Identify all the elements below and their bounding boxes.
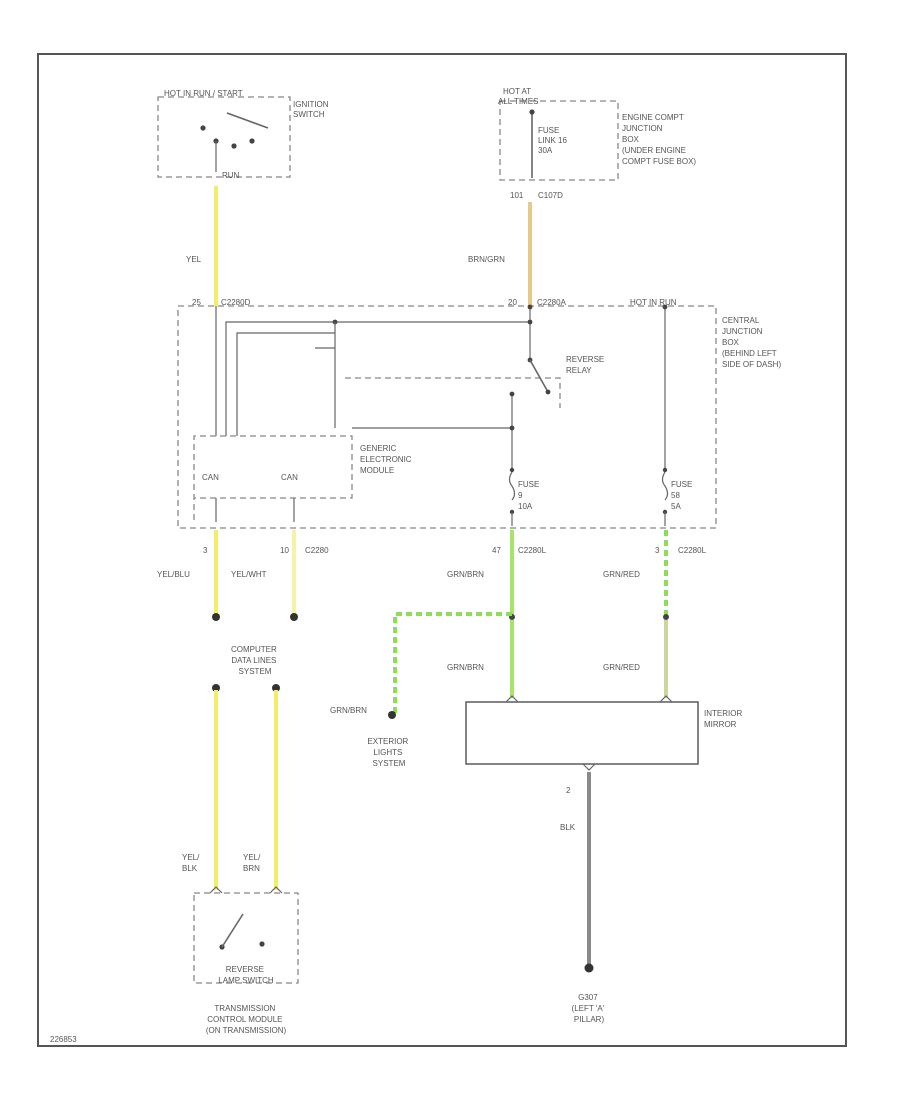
fuse-58-label: FUSE 58 5A	[671, 480, 695, 511]
wire-grn-brn-label-2: GRN/BRN	[447, 663, 484, 672]
wire-grn-red-label-2: GRN/RED	[603, 663, 640, 672]
ext-lights-label: EXTERIOR LIGHTS SYSTEM	[367, 737, 410, 768]
interior-mirror: INTERIOR MIRROR	[465, 695, 744, 771]
cdl-dot-1	[212, 613, 220, 621]
hot-run-label: HOT IN RUN	[630, 298, 677, 307]
can1-label: CAN	[202, 473, 219, 482]
wire-grn-brn-label-3: GRN/BRN	[330, 706, 367, 715]
j-pin1: 25	[192, 298, 201, 307]
cdl-dot-2	[290, 613, 298, 621]
ext-lights-dot	[388, 711, 396, 719]
gem-label: GENERIC ELECTRONIC MODULE	[360, 444, 414, 475]
c2280l-label-1: C2280L	[518, 546, 547, 555]
central-junction-box: 25 C2280D 20 C2280A HOT IN RUN CENTRAL J…	[177, 298, 781, 529]
fuse-9: FUSE 9 10A	[508, 467, 542, 526]
pin-a: 3	[203, 546, 208, 555]
generic-electronic-module: GENERIC ELECTRONIC MODULE CAN CAN	[193, 435, 414, 522]
diagram-frame	[37, 53, 847, 1047]
wire-yel-label: YEL	[186, 255, 202, 264]
wire-yel-wht-label: YEL/WHT	[231, 570, 267, 579]
ground-label: G307 (LEFT 'A' PILLAR)	[572, 993, 607, 1024]
engine-compt-junction-box: HOT AT ALL TIMES FUSE LINK 16 30A ENGINE…	[498, 87, 696, 200]
ignition-switch: HOT IN RUN / START IGNITION SWITCH RUN	[157, 89, 331, 180]
hot-at-label: HOT AT ALL TIMES	[498, 87, 538, 106]
j-pin2-conn: C2280A	[537, 298, 567, 307]
pin-d: 3	[655, 546, 660, 555]
engine-jb-label: ENGINE COMPT JUNCTION BOX (UNDER ENGINE …	[622, 113, 696, 166]
fuse-58: FUSE 58 5A	[661, 467, 695, 526]
c2280-label: C2280	[305, 546, 329, 555]
wire-blk-label: BLK	[560, 823, 576, 832]
ground-dot	[584, 963, 594, 973]
mirror-label: INTERIOR MIRROR	[704, 709, 744, 729]
run-label: RUN	[222, 171, 240, 180]
c107d-label: C107D	[538, 191, 563, 200]
wire-yel-brn-label: YEL/ BRN	[243, 853, 263, 873]
wire-brn-label: BRN/GRN	[468, 255, 505, 264]
figure-id: 226853	[50, 1035, 77, 1044]
ign-switch-label: IGNITION SWITCH	[293, 100, 331, 119]
tcm-label: TRANSMISSION CONTROL MODULE (ON TRANSMIS…	[206, 1004, 287, 1035]
wire-grn-brn-label-1: GRN/BRN	[447, 570, 484, 579]
wire-yel-blk-label: YEL/ BLK	[182, 853, 202, 873]
reverse-relay: REVERSE RELAY	[345, 355, 606, 470]
wire-yel-blu-label: YEL/BLU	[157, 570, 190, 579]
rev-switch-label: REVERSE LAMP SWITCH	[218, 965, 274, 985]
pin-2: 2	[566, 786, 571, 795]
wire-grn-red-label-1: GRN/RED	[603, 570, 640, 579]
fuse-link-label: FUSE LINK 16 30A	[538, 126, 569, 155]
pin-b: 10	[280, 546, 289, 555]
j-pin1-conn: C2280D	[221, 298, 251, 307]
c2280l-label-2: C2280L	[678, 546, 707, 555]
pin-c: 47	[492, 546, 501, 555]
wire-grn-brn-3	[393, 612, 512, 714]
can2-label: CAN	[281, 473, 298, 482]
hot-ign-label: HOT IN RUN / START	[164, 89, 243, 98]
reverse-relay-label: REVERSE RELAY	[566, 355, 606, 375]
pin-101: 101	[510, 191, 524, 200]
cdl-label: COMPUTER DATA LINES SYSTEM	[231, 645, 279, 676]
central-jb-label: CENTRAL JUNCTION BOX (BEHIND LEFT SIDE O…	[722, 316, 781, 369]
reverse-lamp-switch: REVERSE LAMP SWITCH	[193, 886, 299, 985]
fuse-9-label: FUSE 9 10A	[518, 480, 542, 511]
j-pin2: 20	[508, 298, 517, 307]
